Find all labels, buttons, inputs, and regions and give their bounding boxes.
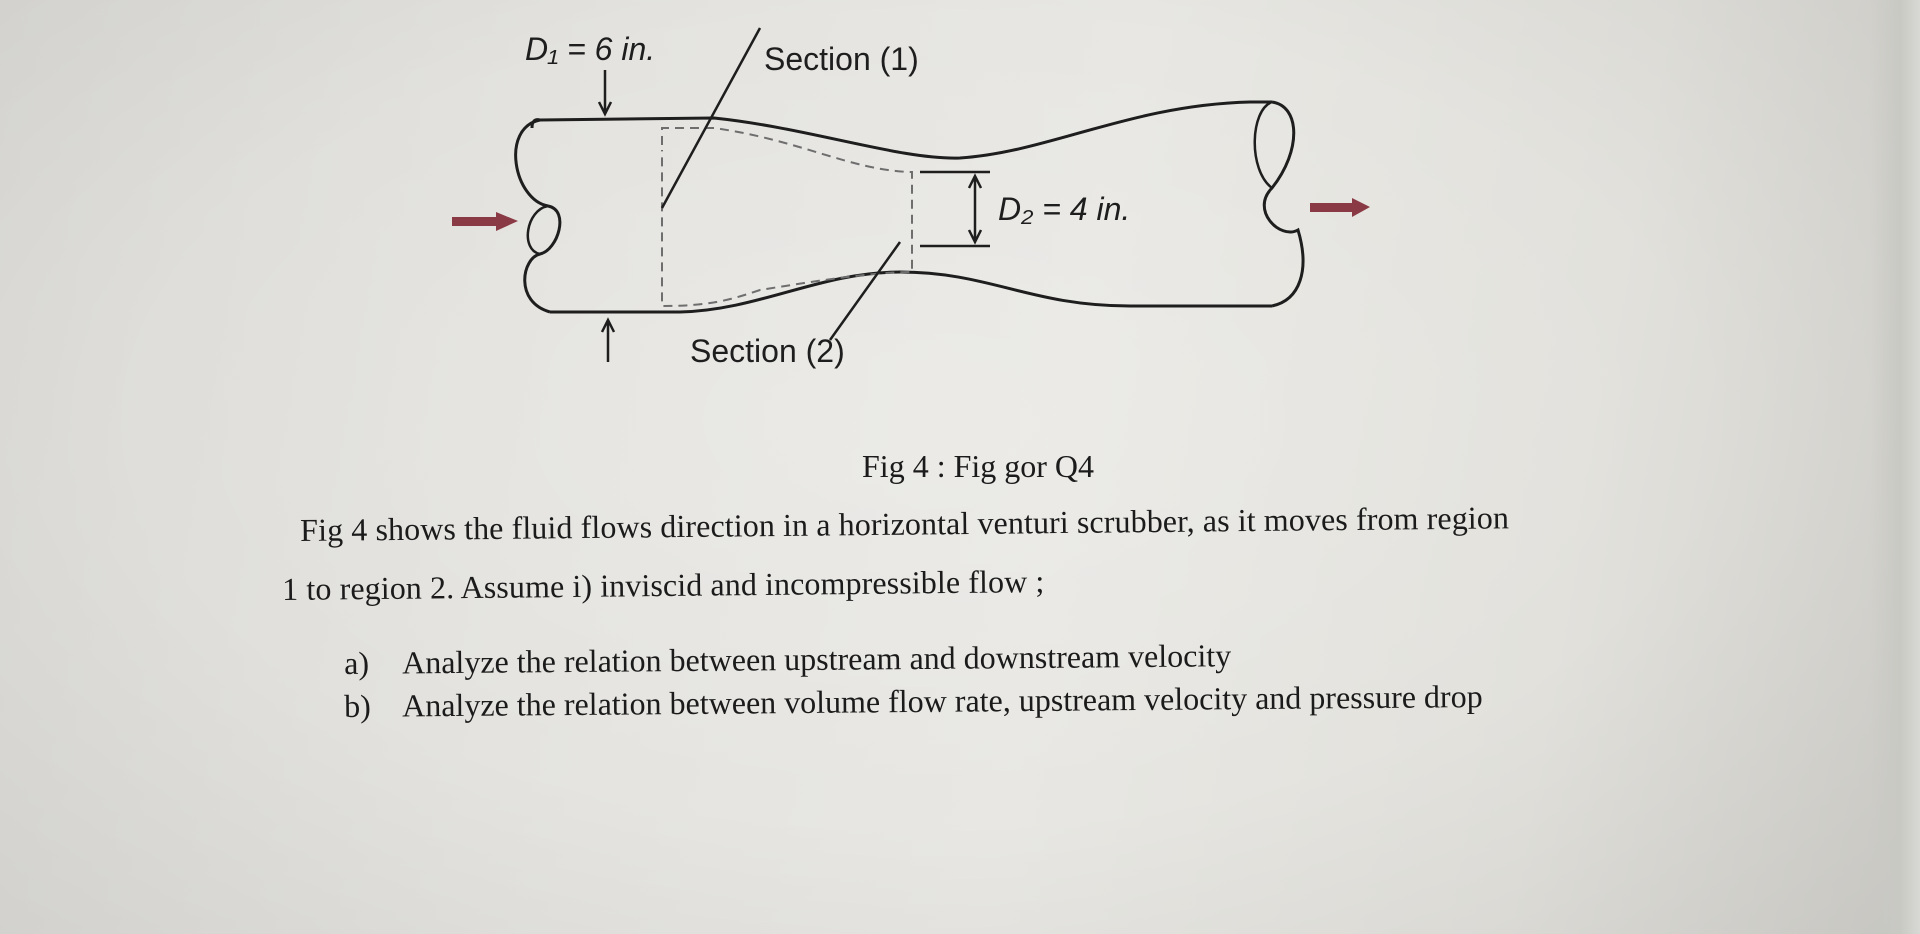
section1-label: Section (1) [764, 41, 919, 77]
problem-statement-line1: Fig 4 shows the fluid flows direction in… [300, 499, 1510, 548]
pipe-left-break [514, 118, 562, 314]
question-a: a) Analyze the relation between upstream … [344, 637, 1231, 682]
pipe-upper-wall [530, 100, 1272, 160]
question-a-marker: a) [344, 644, 370, 681]
inlet-flow-arrow [452, 212, 518, 231]
venturi-figure: D₁ = 6 in. Section (1) D₂ = 4 in. Sectio… [452, 27, 1370, 369]
outlet-arrow-shaft [1310, 203, 1360, 212]
outlet-arrow-head [1352, 198, 1370, 217]
section2-label: Section (2) [690, 333, 845, 369]
question-b: b) Analyze the relation between volume fl… [344, 678, 1483, 725]
inlet-arrow-shaft [452, 217, 498, 226]
pipe-left-break-inner [526, 204, 549, 256]
d1-label: D₁ = 6 in. [525, 31, 655, 67]
pipe-right-break [1263, 100, 1305, 308]
figure-caption: Fig 4 : Fig gor Q4 [862, 448, 1095, 484]
d1-top-arrow [597, 70, 613, 117]
problem-statement-line2: 1 to region 2. Assume i) inviscid and in… [282, 563, 1045, 607]
pipe-right-break-inner [1253, 100, 1273, 189]
monitor-edge [1870, 0, 1920, 934]
section2-leader [828, 241, 902, 341]
section1-leader [660, 27, 762, 209]
question-b-text: Analyze the relation between volume flow… [401, 678, 1483, 724]
inlet-arrow-head [496, 212, 518, 231]
control-volume-dashed [661, 127, 913, 308]
outlet-flow-arrow [1310, 198, 1370, 217]
question-a-text: Analyze the relation between upstream an… [401, 637, 1232, 681]
question-b-marker: b) [344, 687, 371, 724]
pipe-lower-wall [550, 270, 1272, 314]
d1-bottom-arrow [600, 317, 616, 362]
d2-dimension [920, 170, 990, 248]
d2-label: D₂ = 4 in. [998, 191, 1130, 227]
